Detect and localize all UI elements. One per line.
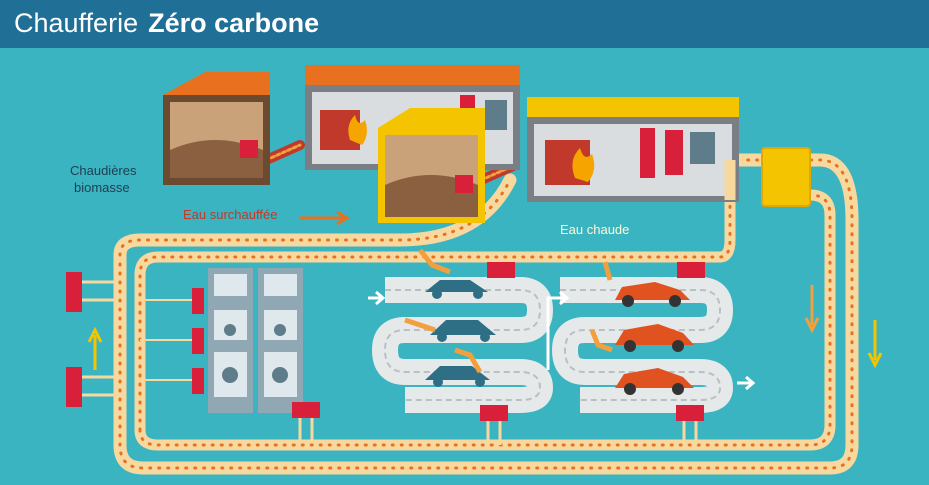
pipe-network [113, 140, 859, 475]
arrow-icon [867, 320, 883, 369]
arrow-icon [368, 290, 386, 306]
assembly-line-1 [368, 248, 554, 445]
label-hot-water: Eau chaude [560, 222, 630, 237]
title-light: Chaufferie [14, 8, 139, 38]
storage-tank [761, 147, 811, 207]
boiler-house-right [527, 97, 739, 202]
biomass-silo-left [163, 72, 270, 185]
fire-icon [572, 148, 595, 182]
car-body [425, 280, 488, 299]
car-painted [615, 368, 694, 395]
label-biomass-boilers: Chaudières biomasse [70, 162, 137, 196]
label-line: Chaudières [70, 163, 137, 178]
paint-booth-units [140, 268, 320, 440]
title-bold: Zéro carbone [148, 8, 320, 38]
car-painted [615, 324, 694, 352]
robot-arm-icon [404, 248, 483, 374]
arrow-icon [546, 290, 570, 370]
header-bar: Chaufferie Zéro carbone [0, 0, 929, 48]
robot-arm-icon [589, 261, 613, 353]
arrow-icon [737, 375, 756, 391]
arrow-icon [804, 285, 820, 334]
arrow-icon [87, 326, 103, 370]
assembly-line-2 [546, 261, 756, 445]
arrow-icon [300, 210, 350, 226]
fire-icon [348, 115, 367, 145]
left-heat-exchangers [66, 272, 118, 407]
car-body [425, 366, 490, 387]
car-painted [615, 282, 690, 307]
biomass-silo-middle [378, 108, 485, 223]
label-superheated-water: Eau surchauffée [183, 207, 278, 222]
page-title: Chaufferie Zéro carbone [14, 8, 319, 39]
label-line: biomasse [74, 180, 130, 195]
car-body [430, 320, 496, 342]
